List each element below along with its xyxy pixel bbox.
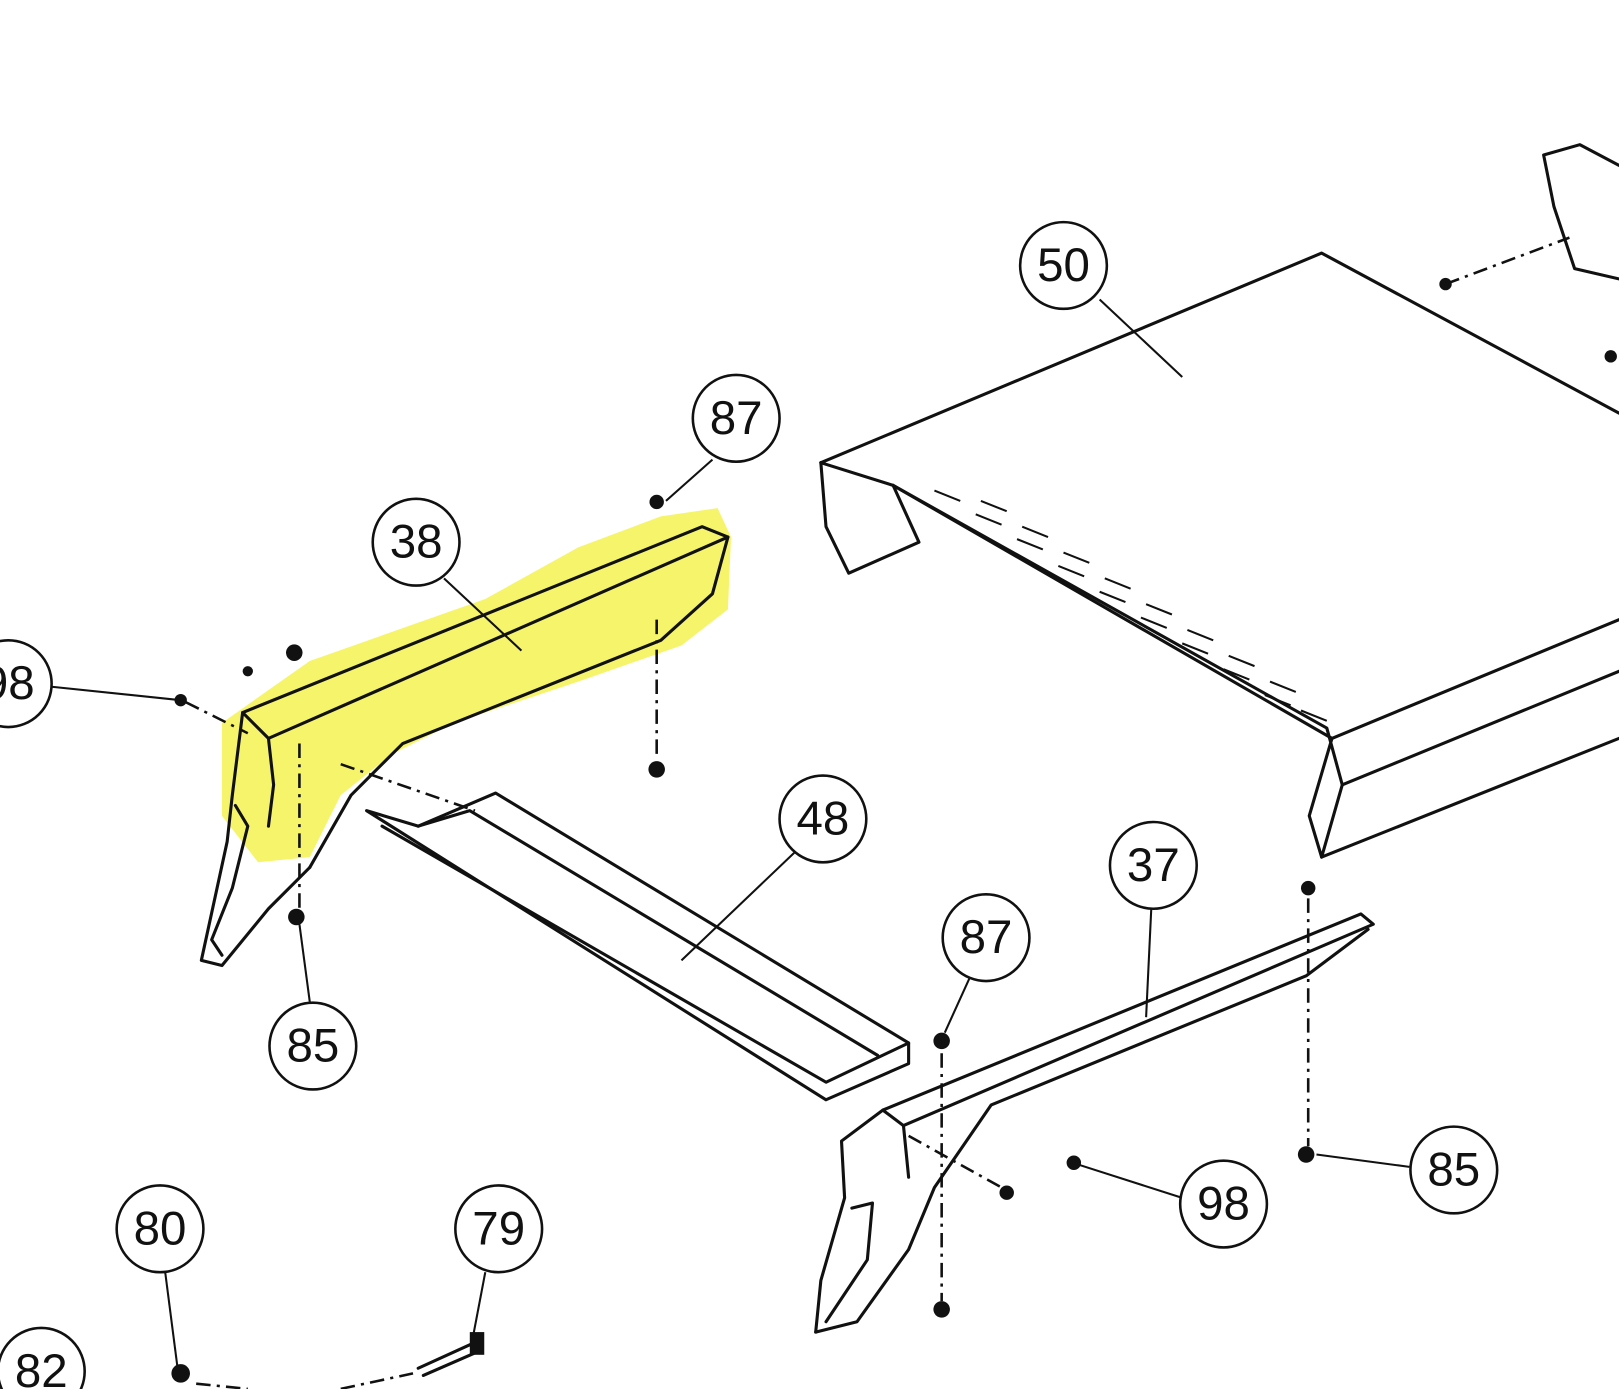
callout-label: 87	[960, 911, 1013, 964]
callout-38: 38	[371, 497, 461, 587]
part-bracket-top-right	[1439, 143, 1619, 363]
callout-79: 79	[454, 1184, 544, 1274]
slot-row	[934, 489, 1328, 722]
callout-label: 87	[710, 392, 763, 445]
hardware-79-80	[171, 1332, 485, 1389]
callout-label: 50	[1037, 239, 1090, 292]
callout-85-right: 85	[1409, 1125, 1499, 1215]
callout-label: 82	[15, 1345, 68, 1389]
callout-label: 98	[1197, 1178, 1250, 1231]
callout-48: 48	[778, 774, 868, 864]
callout-label: 38	[390, 516, 443, 569]
leader-lines	[51, 298, 1410, 1369]
callout-label: 85	[1427, 1143, 1480, 1196]
callout-50: 50	[1018, 220, 1109, 311]
part-38-highlight	[221, 508, 732, 863]
callout-98-right: 98	[1178, 1159, 1269, 1249]
part-50-panel	[819, 251, 1619, 859]
callout-37: 37	[1108, 820, 1198, 911]
callout-80: 80	[115, 1184, 205, 1274]
callout-98-left: 98	[0, 639, 53, 729]
callout-label: 48	[797, 792, 850, 845]
callout-label: 80	[134, 1202, 187, 1255]
callout-85-left: 85	[268, 1001, 358, 1091]
callout-label: 37	[1127, 839, 1180, 892]
part-37-support	[814, 880, 1375, 1334]
callout-label: 98	[0, 657, 35, 710]
callout-label: 85	[286, 1020, 339, 1073]
callout-87-top: 87	[691, 373, 781, 463]
callout-87-bottom: 87	[941, 893, 1031, 983]
callout-label: 79	[472, 1202, 525, 1255]
callout-82: 82	[0, 1326, 86, 1389]
part-48-crossbar	[364, 791, 911, 1102]
